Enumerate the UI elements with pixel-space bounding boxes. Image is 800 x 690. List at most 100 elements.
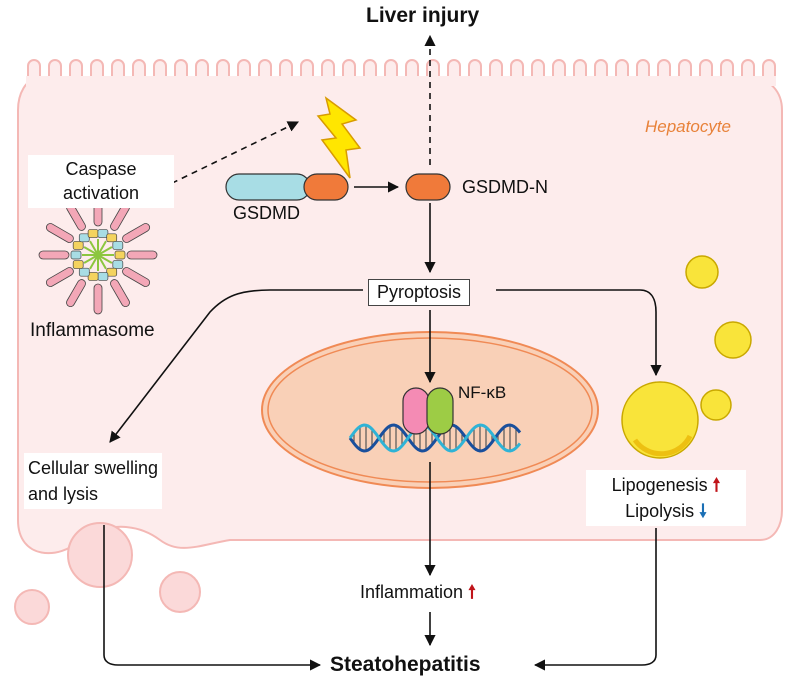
microvillus	[447, 59, 461, 80]
microvillus	[531, 59, 545, 80]
inflammasome-rod	[122, 267, 151, 287]
lipid-droplet	[700, 389, 732, 421]
inflammation-row: Inflammation 🠕	[356, 580, 480, 605]
swelling-line2: and lysis	[28, 484, 99, 505]
inflammasome-rod	[122, 223, 151, 243]
inflammasome-subunit	[112, 241, 124, 250]
inflammasome-subunit	[106, 233, 118, 243]
lipolysis-label: Lipolysis	[625, 501, 695, 522]
microvilli	[26, 59, 776, 86]
inflammasome-core	[89, 240, 99, 256]
inflammasome-core	[89, 254, 99, 270]
lipid-metabolism-label: Lipogenesis 🠕 Lipolysis 🠗	[586, 470, 746, 527]
inflammasome-rod	[110, 279, 130, 308]
inflammasome-label: Inflammasome	[30, 320, 155, 341]
gsdmd-n-label: GSDMD-N	[462, 177, 548, 197]
inflammasome-subunit	[72, 260, 84, 269]
arrow-pyroptosis-to-swelling	[109, 289, 363, 443]
microvillus	[657, 59, 671, 80]
lipid-droplet	[685, 255, 719, 289]
microvillus	[384, 59, 398, 80]
microvillus	[468, 59, 482, 80]
arrow-caspase-to-gsdmd	[161, 121, 300, 189]
arrow-pyroptosis-to-lipid	[496, 289, 662, 377]
microvillus	[489, 59, 503, 80]
nfkb-label: NF-κB	[458, 383, 507, 402]
gsdmd-n-fragment	[405, 173, 451, 201]
dna-strand	[348, 423, 522, 453]
lipolysis-row: Lipolysis 🠗	[590, 498, 742, 524]
microvillus	[174, 59, 188, 80]
microvillus	[153, 59, 167, 80]
caspase-label-line2: activation	[62, 183, 140, 204]
lipid-droplet-large	[621, 381, 699, 459]
down-arrow-icon: 🠗	[699, 501, 707, 522]
microvillus	[405, 59, 419, 80]
lightning-icon	[316, 96, 362, 179]
inflammasome-subunit	[114, 250, 126, 260]
microvillus	[552, 59, 566, 80]
vesicle-small	[14, 589, 50, 625]
microvillus	[510, 59, 524, 80]
arrow-lipid-to-steatohepatitis	[533, 528, 657, 671]
inflammasome-rod	[38, 250, 70, 260]
lipid-droplets	[621, 255, 752, 459]
microvillus	[69, 59, 83, 80]
steatohepatitis-label: Steatohepatitis	[330, 653, 481, 676]
liver-injury-label: Liver injury	[366, 4, 480, 27]
inflammasome-core	[97, 254, 113, 264]
gsdmd-c-domain	[225, 173, 311, 201]
inflammasome-core	[83, 246, 99, 256]
microvillus	[321, 59, 335, 80]
microvillus	[132, 59, 146, 80]
lipogenesis-row: Lipogenesis 🠕	[590, 472, 742, 498]
caspase-label-line1: Caspase	[65, 159, 137, 179]
inflammasome-core	[97, 240, 107, 256]
cell-membrane	[17, 77, 783, 554]
up-arrow-icon: 🠕	[712, 475, 721, 495]
inflammasome-rod	[93, 283, 103, 315]
gsdmd-label: GSDMD	[233, 203, 300, 223]
arrow-swelling-to-steatohepatitis	[103, 525, 322, 671]
caspase-activation-label: Caspase activation	[28, 155, 174, 208]
inflammasome-subunit	[112, 260, 124, 269]
microvillus	[111, 59, 125, 80]
vesicle-large	[67, 522, 133, 588]
arrows	[103, 34, 662, 671]
nfkb-subunit-pink	[402, 387, 430, 435]
lipogenesis-label: Lipogenesis	[611, 475, 708, 495]
inflammasome-core	[97, 246, 113, 256]
microvillus	[279, 59, 293, 80]
lipid-droplet	[714, 321, 752, 359]
microvillus	[678, 59, 692, 80]
microvillus	[720, 59, 734, 80]
swelling-line1: Cellular swelling	[28, 458, 159, 478]
gsdmd-n-domain	[303, 173, 349, 201]
microvillus	[615, 59, 629, 80]
microvillus	[27, 59, 41, 80]
cellular-swelling-label: Cellular swelling and lysis	[24, 453, 163, 510]
hepatocyte-label: Hepatocyte	[645, 117, 731, 136]
up-arrow-icon: 🠕	[468, 582, 476, 602]
microvillus	[342, 59, 356, 80]
inflammasome-subunit	[97, 272, 109, 281]
inflammasome-subunit	[72, 241, 84, 250]
inflammasome-core	[83, 254, 99, 264]
inflammasome-subunit	[78, 267, 90, 277]
pyroptosis-box: Pyroptosis	[368, 279, 471, 306]
microvillus	[48, 59, 62, 80]
hepatocyte-cell	[17, 59, 783, 554]
inflammasome-rod	[45, 267, 74, 287]
gsdmd-protein	[225, 173, 349, 201]
inflammasome-rod	[45, 223, 74, 243]
nfkb-subunit-green	[426, 387, 454, 435]
vesicle-medium	[159, 571, 201, 613]
microvillus	[594, 59, 608, 80]
inflammasome-rod	[66, 279, 86, 308]
microvillus	[699, 59, 713, 80]
nfkb-dimer	[402, 387, 454, 435]
microvillus	[90, 59, 104, 80]
microvillus	[300, 59, 314, 80]
microvillus	[216, 59, 230, 80]
